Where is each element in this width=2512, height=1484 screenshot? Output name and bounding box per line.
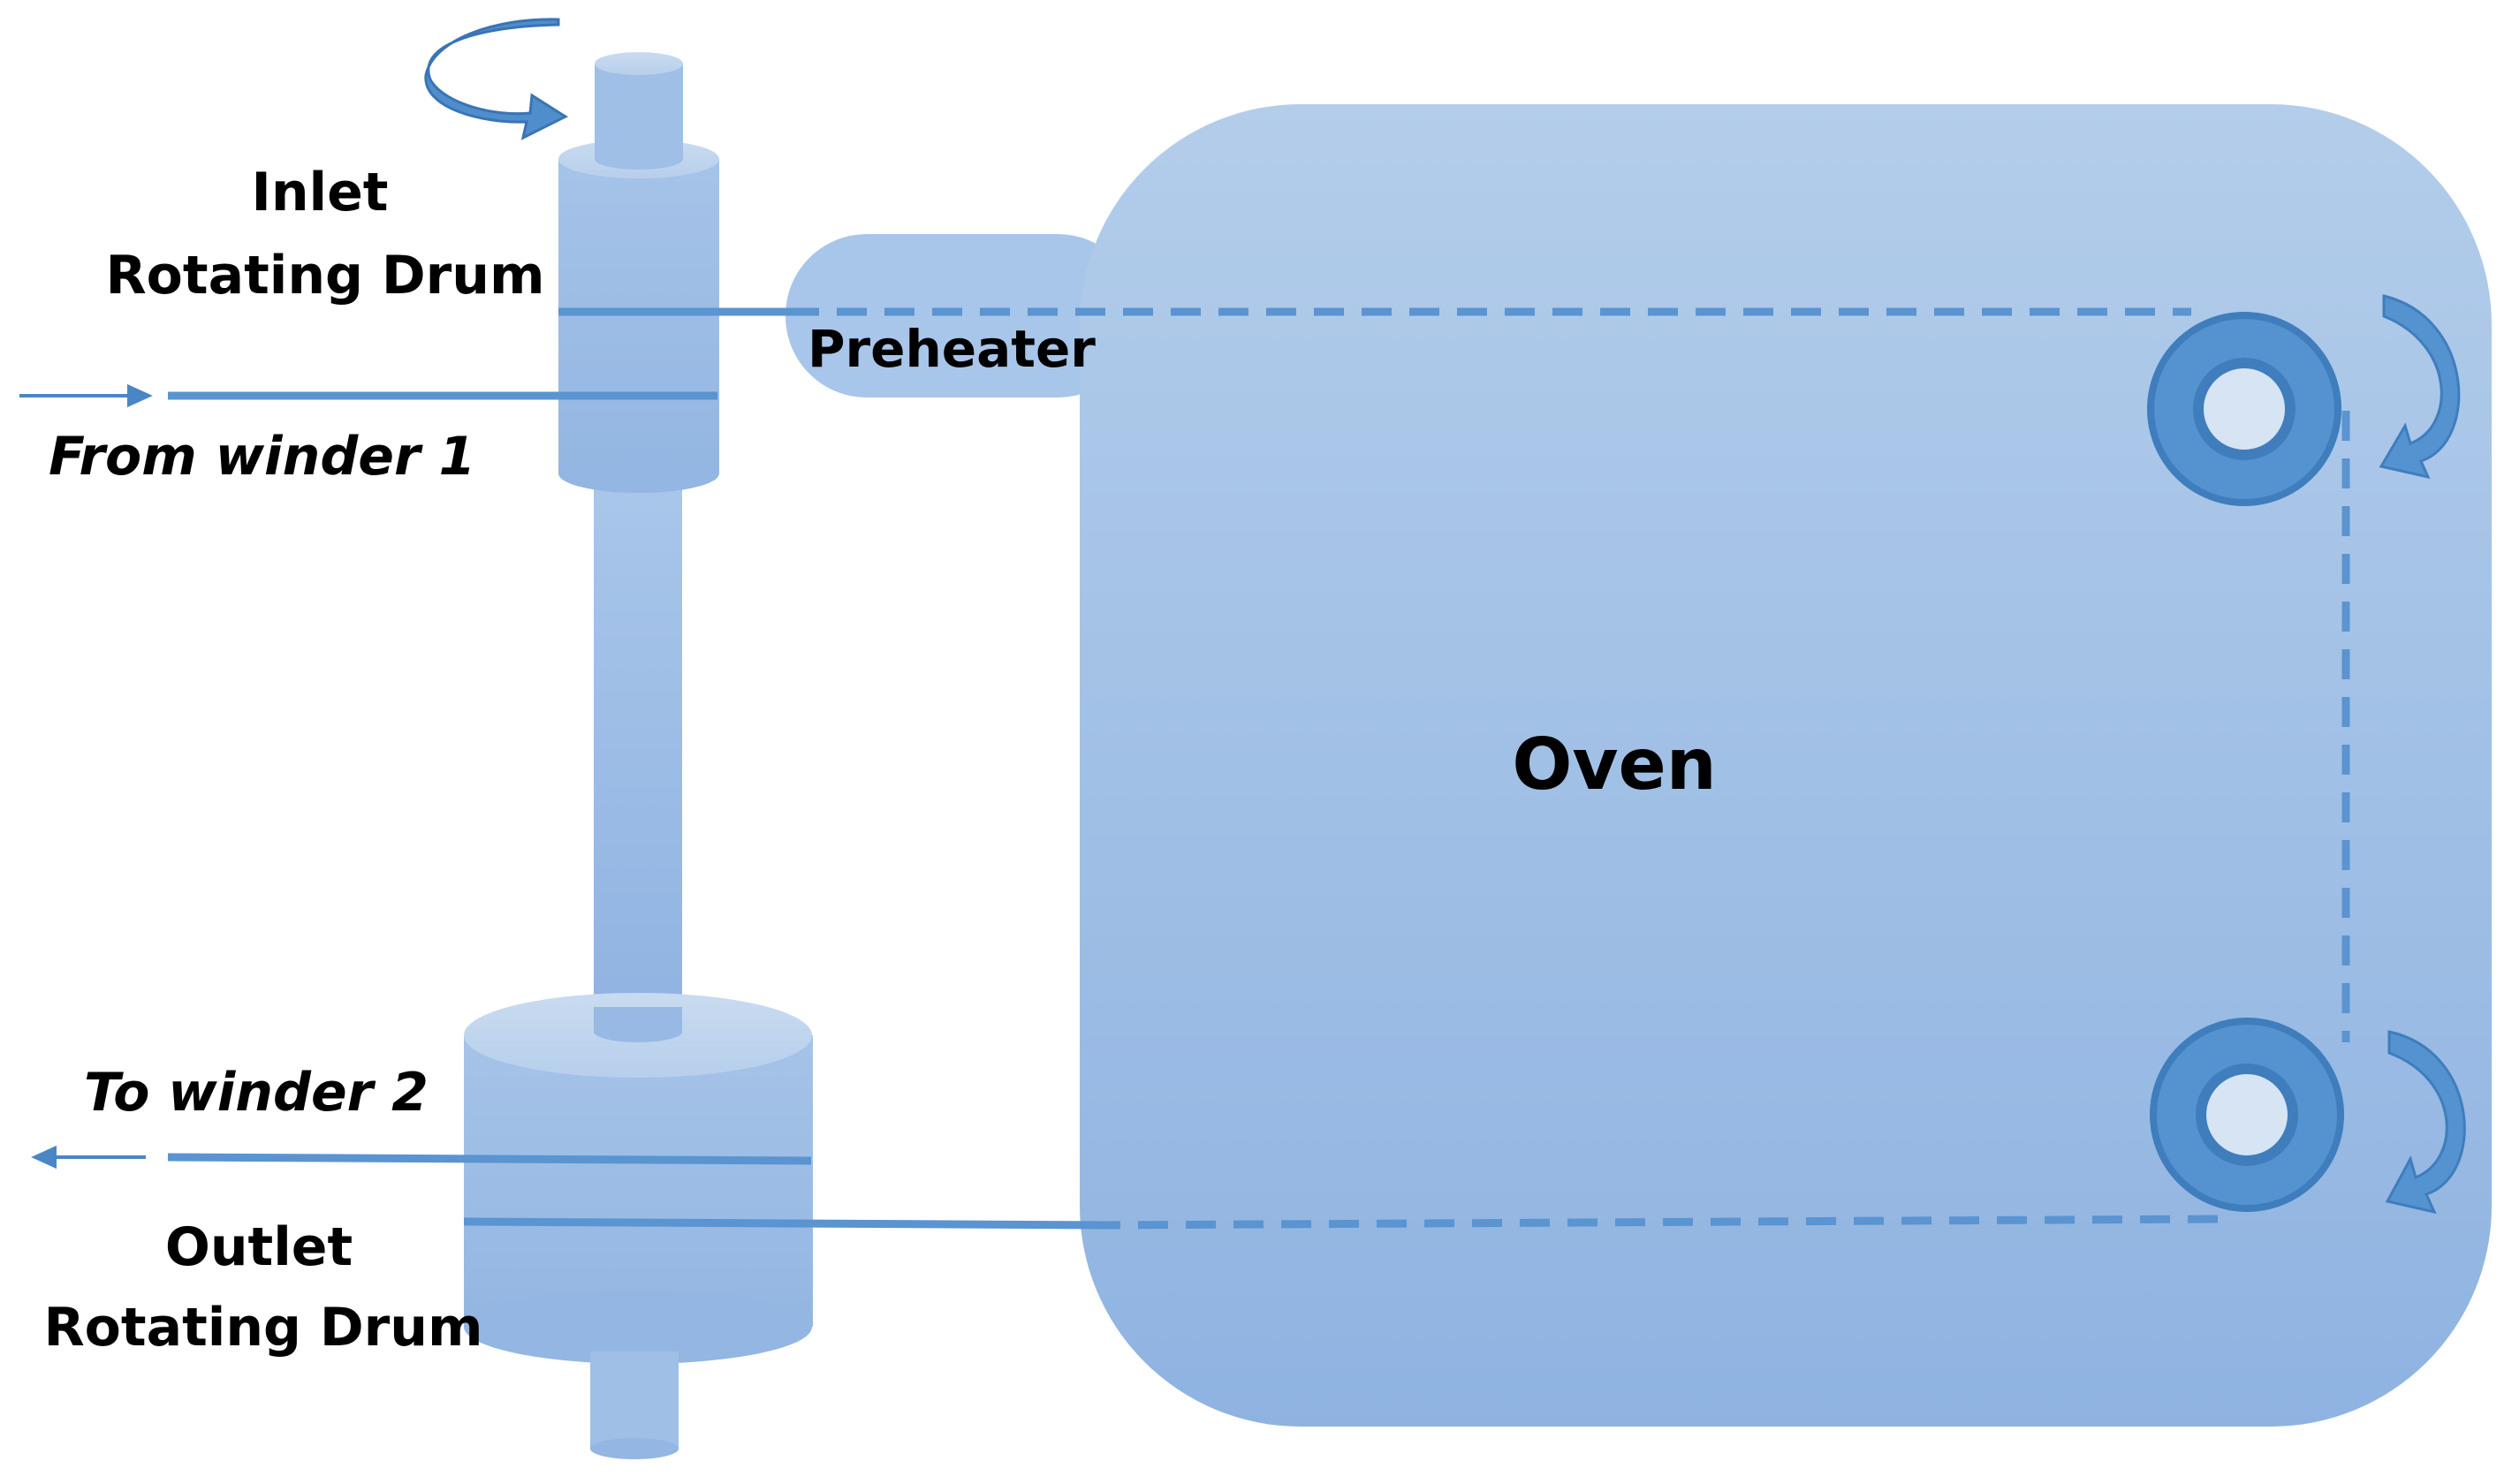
- drum-assembly: [464, 52, 813, 1459]
- preheater-label: Preheater: [808, 319, 1096, 379]
- oven-roller-bottom: [2150, 1018, 2344, 1212]
- curved-rotation-arrow-icon: [424, 18, 569, 140]
- thin-arrow-icon: [19, 383, 153, 408]
- curved-rotation-arrow-icon: [2385, 1030, 2466, 1215]
- inlet-label-line2: Rotating Drum: [105, 245, 544, 307]
- thin-arrow-icon: [31, 1145, 146, 1170]
- drive-shaft: [594, 477, 682, 1029]
- fiber-path: [167, 307, 2350, 1230]
- oven-body: [1080, 104, 2492, 1427]
- outlet-label-line2: Rotating Drum: [43, 1297, 482, 1359]
- oven-label: Oven: [1512, 723, 1716, 806]
- inlet-label-line1: Inlet: [252, 162, 389, 223]
- inlet-rotating-drum: [558, 124, 719, 493]
- curved-rotation-arrow-icon: [2379, 294, 2461, 480]
- from-winder-label: From winder 1: [49, 426, 475, 488]
- oven-roller-top: [2147, 312, 2341, 506]
- to-winder-label: To winder 2: [84, 1062, 429, 1124]
- outlet-label-line1: Outlet: [165, 1216, 353, 1278]
- outlet-rotating-drum: [464, 993, 813, 1364]
